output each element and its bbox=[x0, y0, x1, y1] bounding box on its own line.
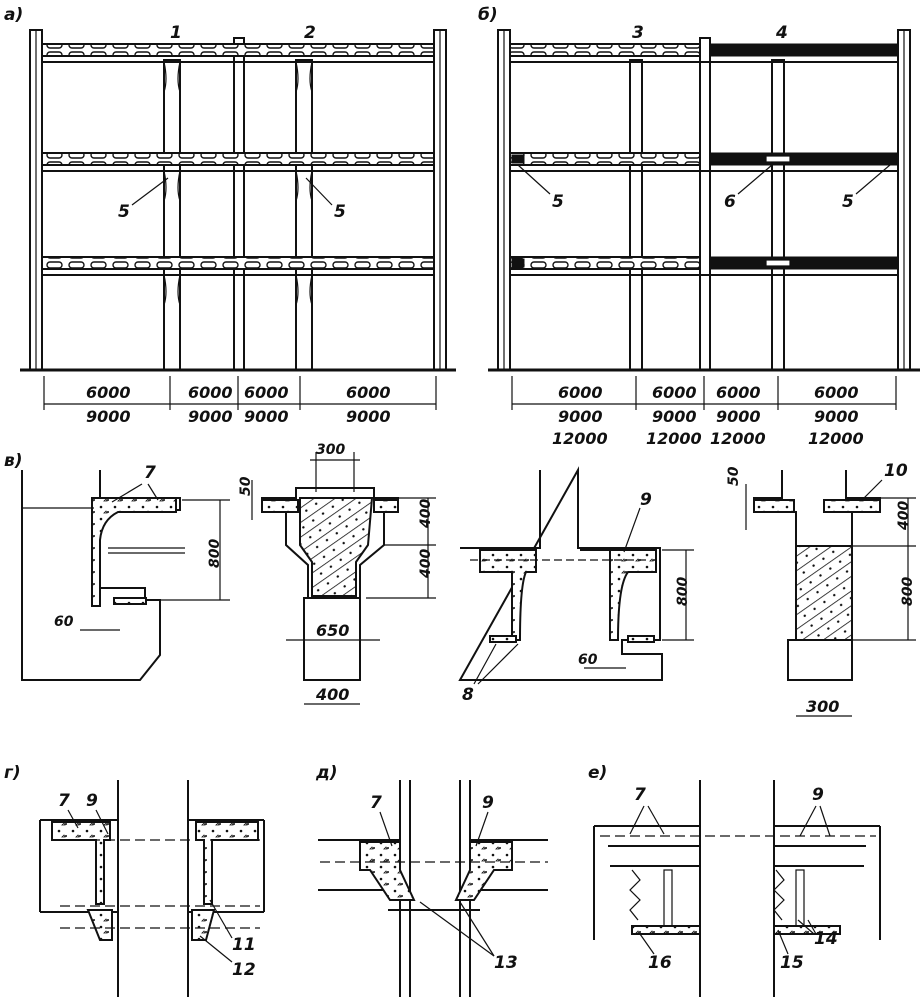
detail-v4: 50 400 800 300 10 bbox=[726, 461, 916, 717]
panel-label-e: е) bbox=[588, 763, 607, 783]
panel-label-b: б) bbox=[478, 5, 498, 25]
span-b4-mid: 9000 bbox=[814, 407, 859, 426]
panel-label-v: в) bbox=[4, 451, 23, 471]
dim-v4-50: 50 bbox=[726, 466, 742, 486]
span-b2-bottom: 12000 bbox=[646, 429, 702, 448]
callout-5-left: 5 bbox=[118, 202, 130, 222]
span-a4-top: 6000 bbox=[346, 383, 391, 402]
callout-14: 14 bbox=[814, 929, 838, 949]
dim-v1-60: 60 bbox=[54, 614, 74, 630]
dim-v2-400: 400 bbox=[315, 685, 349, 704]
panel-label-d: д) bbox=[315, 763, 338, 783]
bay-number-2: 2 bbox=[304, 23, 316, 43]
detail-v1: 800 60 7 bbox=[21, 463, 230, 681]
bay-number-1: 1 bbox=[170, 23, 182, 43]
dim-v2-650: 650 bbox=[316, 621, 349, 640]
detail-v3: 800 60 9 8 bbox=[458, 466, 694, 705]
detail-d: д) 7 9 13 bbox=[315, 763, 548, 997]
span-b4-top: 6000 bbox=[814, 383, 859, 402]
span-b1-top: 6000 bbox=[558, 383, 603, 402]
dim-v2-50: 50 bbox=[238, 476, 254, 496]
span-b3-bottom: 12000 bbox=[710, 429, 766, 448]
detail-v2: 300 50 400 400 650 400 bbox=[238, 442, 436, 705]
dim-v4-400: 400 bbox=[896, 501, 912, 531]
frame-b: б) 3 4 5 6 5 bbox=[478, 5, 920, 448]
callout-9-d: 9 bbox=[482, 793, 494, 813]
dim-v3-60: 60 bbox=[578, 652, 598, 668]
span-a2-top: 6000 bbox=[188, 383, 233, 402]
callout-9-e: 9 bbox=[812, 785, 824, 805]
callout-9-v3: 9 bbox=[640, 490, 652, 510]
span-a1-bottom: 9000 bbox=[86, 407, 131, 426]
callout-5-right: 5 bbox=[334, 202, 346, 222]
detail-e: е) 7 9 16 15 14 bbox=[588, 763, 881, 997]
callout-12: 12 bbox=[232, 960, 256, 980]
span-a4-bottom: 9000 bbox=[346, 407, 391, 426]
dim-v2-300: 300 bbox=[316, 442, 345, 458]
span-b1-mid: 9000 bbox=[558, 407, 603, 426]
callout-10: 10 bbox=[884, 461, 908, 481]
callout-13: 13 bbox=[494, 953, 518, 973]
dim-v1-800: 800 bbox=[207, 539, 223, 568]
span-b3-mid: 9000 bbox=[716, 407, 761, 426]
bay-number-4: 4 bbox=[775, 23, 788, 43]
callout-7-e: 7 bbox=[634, 785, 646, 805]
callout-11: 11 bbox=[232, 935, 256, 955]
span-b2-mid: 9000 bbox=[652, 407, 697, 426]
callout-5-b-right: 5 bbox=[842, 192, 854, 212]
span-a2-bottom: 9000 bbox=[188, 407, 233, 426]
callout-7-g: 7 bbox=[58, 791, 70, 811]
span-b2-top: 6000 bbox=[652, 383, 697, 402]
callout-8: 8 bbox=[462, 685, 474, 705]
frame-a: а) 1 2 5 5 bbox=[4, 5, 456, 426]
callout-9-g: 9 bbox=[86, 791, 98, 811]
callout-7-d: 7 bbox=[370, 793, 382, 813]
callout-7-v1: 7 bbox=[144, 463, 156, 483]
dim-v4-300: 300 bbox=[806, 697, 839, 716]
span-b4-bottom: 12000 bbox=[808, 429, 864, 448]
dim-v2-400-top: 400 bbox=[418, 499, 434, 529]
span-b3-top: 6000 bbox=[716, 383, 761, 402]
panel-label-g: г) bbox=[4, 763, 21, 783]
detail-g: г) 7 9 11 12 bbox=[4, 763, 265, 997]
details-v: в) 800 60 7 bbox=[4, 442, 916, 717]
dim-v4-800: 800 bbox=[900, 577, 916, 606]
span-a1-top: 6000 bbox=[86, 383, 131, 402]
callout-5-b-left: 5 bbox=[552, 192, 564, 212]
callout-6: 6 bbox=[724, 192, 736, 212]
callout-16: 16 bbox=[648, 953, 672, 973]
panel-label-a: а) bbox=[4, 5, 23, 25]
span-a3-bottom: 9000 bbox=[244, 407, 289, 426]
dim-v2-400-bottom: 400 bbox=[418, 549, 434, 579]
bay-number-3: 3 bbox=[632, 23, 644, 43]
callout-15: 15 bbox=[780, 953, 804, 973]
span-a3-top: 6000 bbox=[244, 383, 289, 402]
span-b1-bottom: 12000 bbox=[552, 429, 608, 448]
dim-v3-800: 800 bbox=[675, 577, 691, 606]
